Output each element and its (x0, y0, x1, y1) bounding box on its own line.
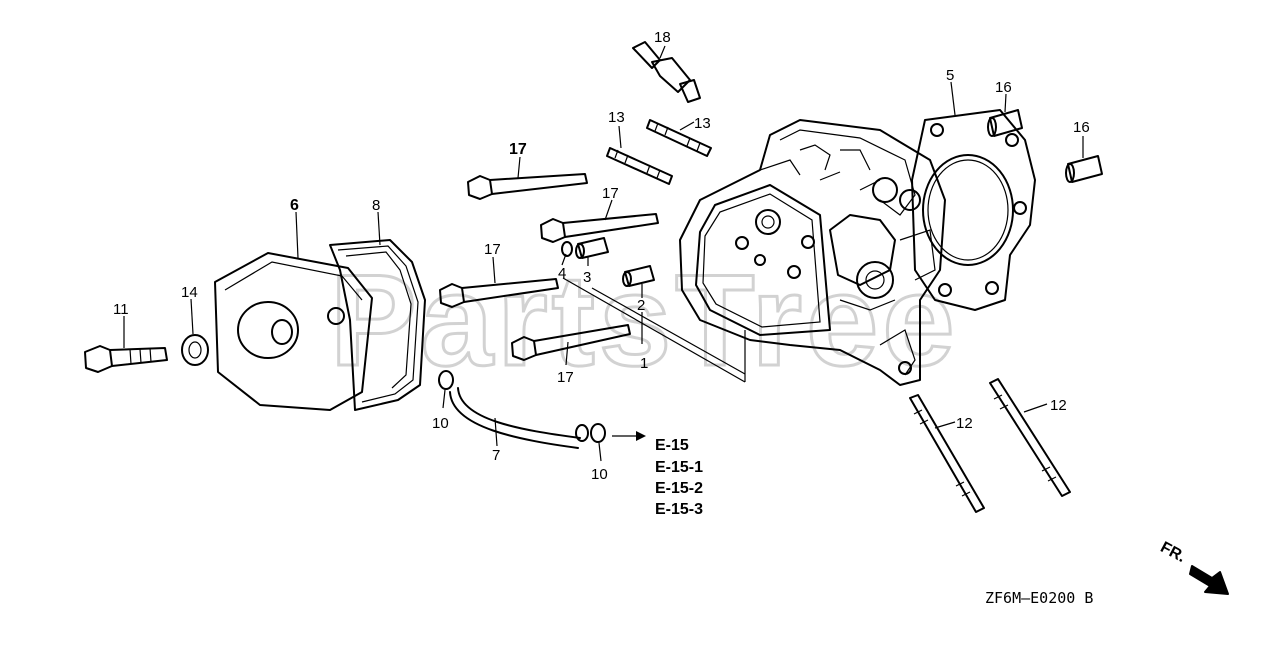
sleeve-16-left[interactable] (987, 109, 1023, 137)
washer-14[interactable] (181, 334, 209, 366)
stud-12-left[interactable] (909, 394, 985, 513)
callout-6[interactable]: 6 (290, 197, 299, 214)
head-cover-gasket[interactable] (329, 239, 426, 411)
reference-e15-3[interactable]: E-15-3 (655, 501, 703, 518)
callout-18[interactable]: 18 (654, 29, 671, 46)
callout-12-left[interactable]: 12 (956, 415, 973, 432)
stud-13-right[interactable] (646, 119, 712, 157)
stud-13-left[interactable] (606, 147, 673, 185)
head-gasket[interactable] (911, 109, 1036, 311)
stud-12-right[interactable] (989, 378, 1071, 497)
reference-e15[interactable]: E-15 (655, 437, 689, 454)
bolt-17-upper-mid[interactable] (540, 213, 659, 243)
callout-13-left[interactable]: 13 (608, 109, 625, 126)
drawing-code: ZF6M—E0200 B (985, 589, 1093, 607)
front-direction-arrow: FR. (1158, 539, 1229, 595)
callout-10-left[interactable]: 10 (432, 415, 449, 432)
dowel-pin-3[interactable] (575, 237, 609, 259)
spark-plug-18[interactable] (632, 41, 701, 103)
callout-12-right[interactable]: 12 (1050, 397, 1067, 414)
callout-1[interactable]: 1 (640, 355, 648, 372)
callout-10-right[interactable]: 10 (591, 466, 608, 483)
callout-16-right[interactable]: 16 (1073, 119, 1090, 136)
reference-e15-2[interactable]: E-15-2 (655, 480, 703, 497)
reference-list: E-15 E-15-1 E-15-2 E-15-3 (655, 437, 703, 518)
dowel-pin-2[interactable] (622, 265, 655, 287)
bolt-17-top[interactable] (467, 173, 588, 200)
front-marker-label: FR. (1158, 539, 1189, 566)
callout-4[interactable]: 4 (558, 265, 566, 282)
callout-17-top[interactable]: 17 (509, 141, 527, 158)
callout-2[interactable]: 2 (637, 297, 645, 314)
o-ring-4[interactable] (561, 241, 573, 257)
callout-5[interactable]: 5 (946, 67, 954, 84)
callout-17-upper-mid[interactable]: 17 (602, 185, 619, 202)
callout-8[interactable]: 8 (372, 197, 380, 214)
callout-17-lower-mid[interactable]: 17 (484, 241, 501, 258)
clip-10-right[interactable] (590, 423, 606, 443)
cylinder-head[interactable] (679, 119, 946, 386)
callout-16-left[interactable]: 16 (995, 79, 1012, 96)
bolt-17-bottom[interactable] (511, 324, 631, 361)
callout-labels: 1 2 3 4 5 6 7 8 10 10 11 12 12 13 13 14 … (113, 29, 1090, 483)
bolt-11[interactable] (84, 345, 168, 373)
head-cover[interactable] (214, 252, 373, 411)
callout-17-bottom[interactable]: 17 (557, 369, 574, 386)
bolt-17-lower-mid[interactable] (439, 278, 559, 308)
callout-11[interactable]: 11 (113, 301, 129, 318)
leader-lines (123, 45, 1084, 462)
clip-10-left[interactable] (438, 370, 454, 390)
callout-14[interactable]: 14 (181, 284, 198, 301)
callout-3[interactable]: 3 (583, 269, 591, 286)
breather-tube-7[interactable] (449, 387, 589, 449)
reference-e15-1[interactable]: E-15-1 (655, 459, 703, 476)
callout-7[interactable]: 7 (492, 447, 500, 464)
sleeve-16-right[interactable] (1065, 155, 1103, 183)
callout-13-right[interactable]: 13 (694, 115, 711, 132)
